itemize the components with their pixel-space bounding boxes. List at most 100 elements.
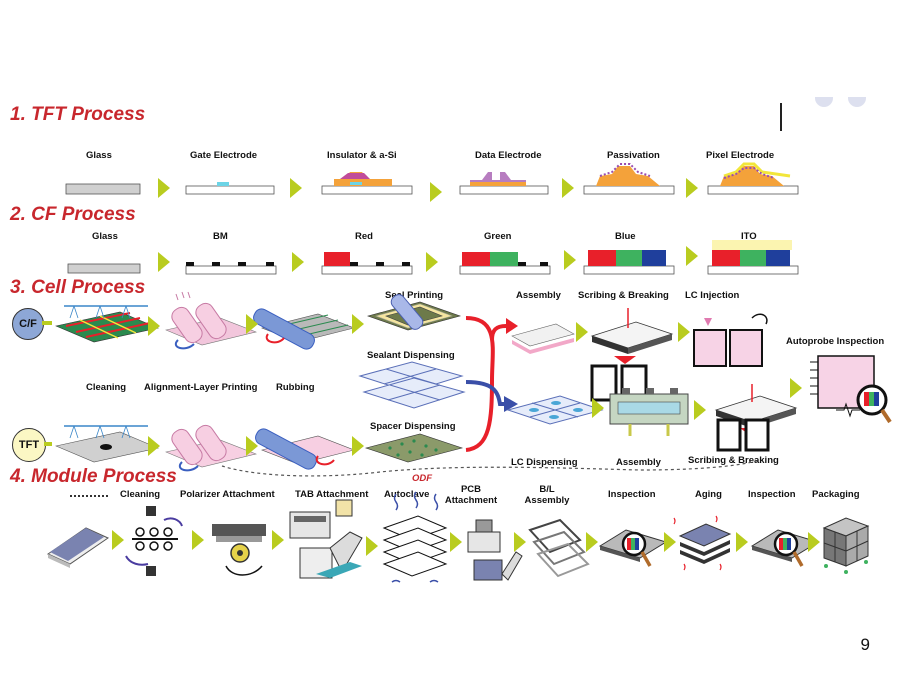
cell-arrow xyxy=(148,436,160,456)
cell-arrow xyxy=(352,436,364,456)
module-label-aging: Aging xyxy=(695,489,722,500)
module-label-cleaning: Cleaning xyxy=(120,489,161,500)
tft-gate-under xyxy=(350,182,362,185)
odf-label: ODF xyxy=(412,473,433,484)
cf-arrow xyxy=(158,252,170,272)
inspection-2 xyxy=(750,529,820,567)
cell-label-lc-injection: LC Injection xyxy=(685,290,740,301)
cell-label-seal-printing: Seal Printing xyxy=(385,290,444,301)
section-title-tft: 1. TFT Process xyxy=(10,104,146,125)
cf-step-label: Green xyxy=(484,231,512,242)
aging-stack xyxy=(673,515,732,571)
tft-rubbing xyxy=(255,428,355,470)
cf-step-label: Glass xyxy=(92,231,118,242)
cell-arrow xyxy=(790,378,802,398)
cf-cleaning-plate xyxy=(55,305,159,343)
tft-alignment-rollers xyxy=(165,424,258,472)
module-arrow xyxy=(112,530,124,550)
scribing-bottom xyxy=(714,384,798,452)
module-label-inspection-2: Inspection xyxy=(748,489,796,500)
cell-label-autoprobe: Autoprobe Inspection xyxy=(786,336,885,347)
polarizer-machine xyxy=(212,524,266,576)
cell-label-sealant-dispensing: Sealant Dispensing xyxy=(367,350,455,361)
module-arrow xyxy=(192,530,204,550)
module-arrow xyxy=(808,532,820,552)
module-arrow xyxy=(366,536,378,556)
module-arrow xyxy=(514,532,526,552)
cf-step-label: BM xyxy=(213,231,228,242)
cf-arrow xyxy=(686,246,698,266)
module-label-bl: B/L Assembly xyxy=(516,484,578,506)
module-panel xyxy=(46,527,110,568)
tft-passivation-layer xyxy=(596,166,660,186)
module-label-packaging: Packaging xyxy=(812,489,860,500)
section-title-module: 4. Module Process xyxy=(10,466,177,487)
cell-label-alignment: Alignment-Layer Printing xyxy=(144,382,258,393)
tft-step-label: Passivation xyxy=(607,150,660,161)
cell-arrow xyxy=(148,316,160,336)
tft-step-label: Pixel Electrode xyxy=(706,150,775,161)
tft-arrow xyxy=(158,178,170,198)
packaging-boxes xyxy=(822,517,870,574)
cf-rubbing xyxy=(253,308,355,350)
autoclave-stack xyxy=(382,491,448,583)
tft-tag: TFT xyxy=(12,428,46,462)
tft-gate-substrate xyxy=(185,185,275,195)
cell-arrow xyxy=(352,314,364,334)
seal-printing-plate xyxy=(366,294,462,331)
module-arrow xyxy=(736,532,748,552)
cf-arrow xyxy=(564,250,576,270)
cf-tag-label: C/F xyxy=(19,318,37,330)
header-divider xyxy=(780,103,782,131)
tft-asi-layer xyxy=(340,173,370,179)
module-label-inspection-1: Inspection xyxy=(608,489,656,500)
tft-step-label: Glass xyxy=(86,150,112,161)
cf-step-label: Blue xyxy=(615,231,636,242)
tft-tag-label: TFT xyxy=(18,439,40,451)
tft-arrow xyxy=(430,182,442,202)
cell-arrow xyxy=(694,400,706,420)
module-label-pcb-line1: PCB xyxy=(460,484,482,495)
tft-data-base xyxy=(470,182,526,186)
tft-cleaning-plate xyxy=(55,425,159,463)
spacer-dispensing-plate xyxy=(364,433,464,463)
assembly-bottom-machine xyxy=(609,388,689,436)
lc-injection xyxy=(693,313,768,367)
module-label-tab: TAB Attachment xyxy=(295,489,369,500)
pcb-machine xyxy=(467,519,523,581)
blue-merge-arrow xyxy=(465,380,504,406)
section-title-cell: 3. Cell Process xyxy=(10,277,146,298)
tft-pixel-layer xyxy=(720,166,784,186)
cell-label-assembly-top: Assembly xyxy=(516,290,561,301)
module-label-polarizer: Polarizer Attachment xyxy=(180,489,275,500)
module-dotted-line xyxy=(70,495,108,497)
cell-arrow xyxy=(246,436,258,456)
section-title-cf: 2. CF Process xyxy=(10,204,136,225)
tab-machine xyxy=(289,499,363,579)
inspection-1 xyxy=(598,529,668,567)
module-label-bl-line1: B/L xyxy=(539,484,555,495)
red-merge-arrow xyxy=(465,316,495,452)
assembly-top-plates xyxy=(511,323,575,354)
tft-arrow xyxy=(686,178,698,198)
module-cleaning-rollers xyxy=(125,506,183,576)
cf-arrow xyxy=(426,252,438,272)
module-label-pcb-line2: Attachment xyxy=(444,495,498,506)
cell-arrow xyxy=(246,314,258,334)
module-arrow xyxy=(272,530,284,550)
tft-passivation-dots xyxy=(599,163,651,177)
cf-tag: C/F xyxy=(12,308,44,340)
module-arrow xyxy=(664,532,676,552)
cell-label-rubbing: Rubbing xyxy=(276,382,315,393)
decor-dot-1 xyxy=(815,97,833,107)
tft-gate-electrode xyxy=(217,182,229,186)
decor-dot-2 xyxy=(848,97,866,107)
tft-pixel-electrode xyxy=(723,162,791,178)
cf-step-label: ITO xyxy=(741,231,757,242)
cf-step-label: Red xyxy=(355,231,373,242)
tft-pixel-dots xyxy=(723,167,775,179)
tft-arrow xyxy=(290,178,302,198)
